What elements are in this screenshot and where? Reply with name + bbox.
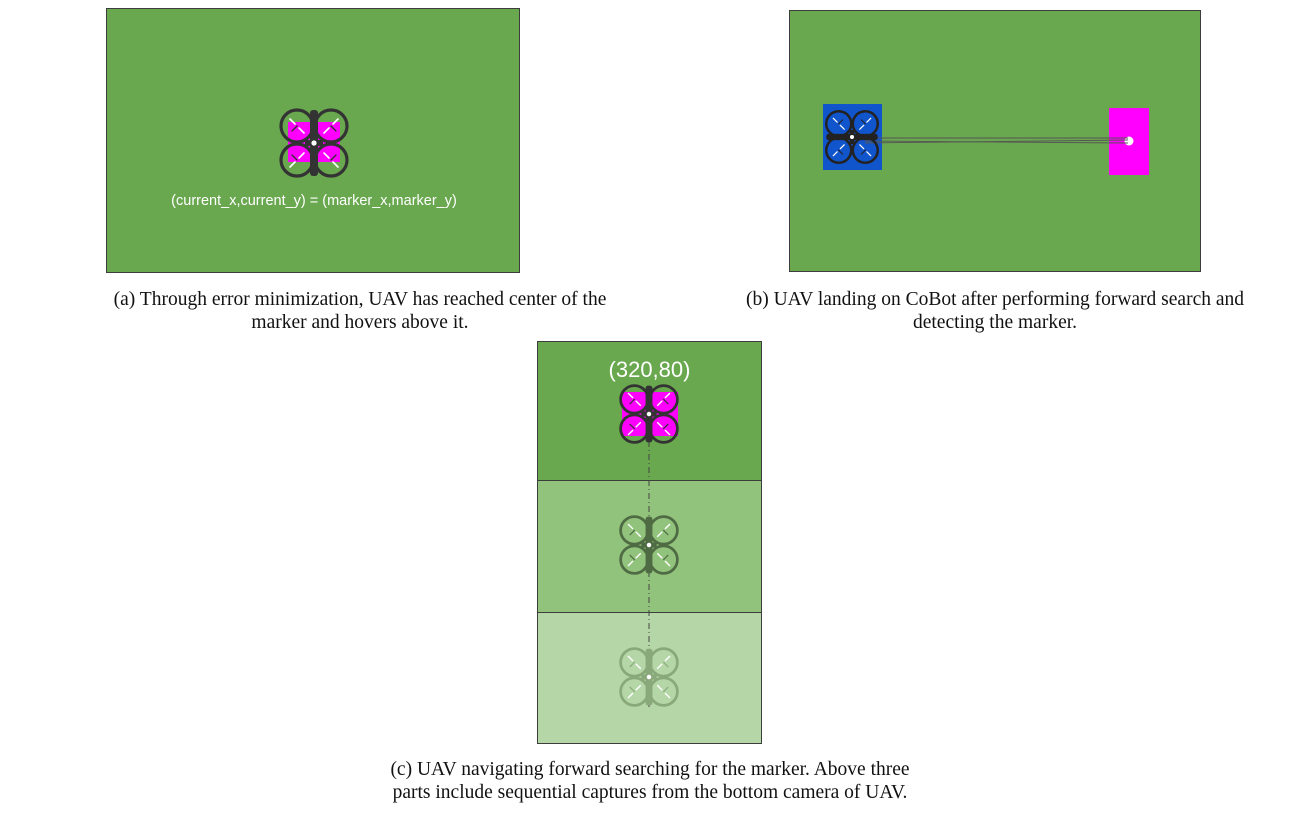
caption-c: (c) UAV navigating forward searching for… xyxy=(300,758,1000,804)
caption-a-line1: (a) Through error minimization, UAV has … xyxy=(113,289,607,310)
panel-b-landing-view xyxy=(789,10,1201,272)
marker-coordinate-label: (320,80) xyxy=(608,357,691,382)
caption-b-line2: detecting the marker. xyxy=(912,312,1078,333)
uav-trajectory xyxy=(864,137,1129,144)
caption-c-line1: (c) UAV navigating forward searching for… xyxy=(390,759,910,780)
caption-c-line2: parts include sequential captures from t… xyxy=(392,782,908,803)
marker-rectangle xyxy=(1109,108,1149,175)
caption-b-line1: (b) UAV landing on CoBot after performin… xyxy=(745,289,1245,310)
position-equation-label: (current_x,current_y) = (marker_x,marker… xyxy=(171,193,457,209)
caption-b: (b) UAV landing on CoBot after performin… xyxy=(680,288,1310,334)
panel-a-camera-view: (current_x,current_y) = (marker_x,marker… xyxy=(106,8,520,273)
caption-a: (a) Through error minimization, UAV has … xyxy=(80,288,640,334)
caption-a-line2: marker and hovers above it. xyxy=(251,312,469,333)
